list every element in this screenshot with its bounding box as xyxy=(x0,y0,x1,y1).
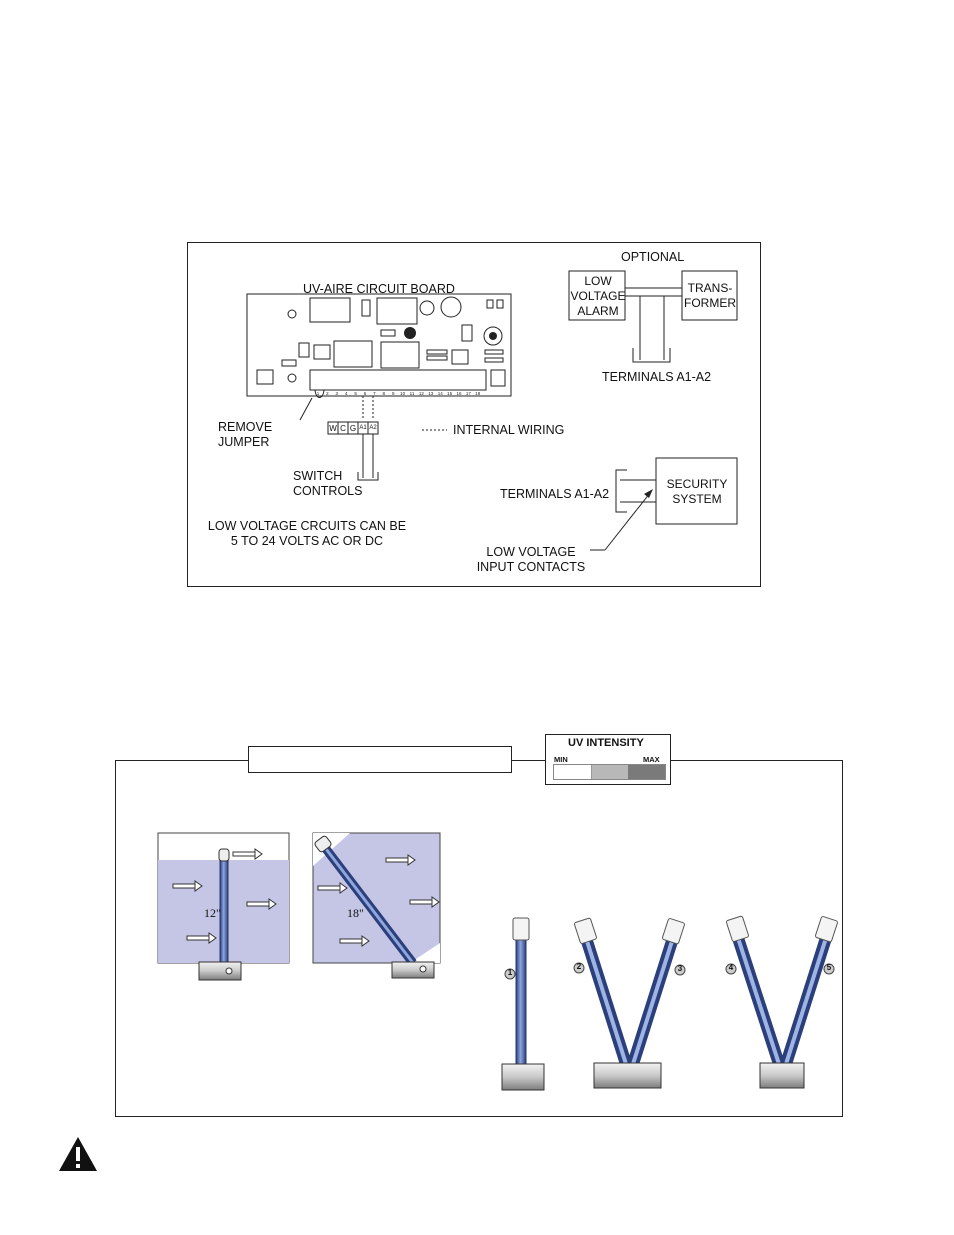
terminal-block xyxy=(309,369,487,391)
internal-wiring-label: INTERNAL WIRING xyxy=(453,423,565,437)
terminal-a2: A2 xyxy=(369,425,377,431)
board-pin-number: 11 xyxy=(410,391,415,396)
board-component xyxy=(489,332,497,340)
optional-label: OPTIONAL xyxy=(621,250,685,264)
lamp-drawings xyxy=(157,832,838,1091)
uv-intensity-title: UV INTENSITY xyxy=(568,737,644,749)
board-pin-number: 5 xyxy=(354,391,357,396)
board-component xyxy=(490,369,506,387)
terminals-security-label: TERMINALS A1-A2 xyxy=(500,487,610,501)
board-component xyxy=(461,324,473,342)
board-component xyxy=(333,340,373,368)
board-component xyxy=(440,296,462,318)
board-component xyxy=(486,299,494,309)
board-pin-number: 4 xyxy=(345,391,348,396)
transformer-label: TRANS- FORMER xyxy=(684,281,736,310)
warning-triangle-icon xyxy=(59,1137,97,1171)
board-pin-number: 1 xyxy=(317,391,320,396)
board-component xyxy=(361,299,371,317)
scale-mid xyxy=(591,765,629,779)
board-title: UV-AIRE CIRCUIT BOARD xyxy=(303,282,455,296)
board-component xyxy=(287,309,297,319)
security-system-box xyxy=(655,457,738,525)
board-component xyxy=(451,349,469,365)
switch-controls-label: SWITCH CONTROLS xyxy=(293,469,363,498)
board-component xyxy=(281,359,297,367)
board-component xyxy=(256,369,274,385)
alarm-label: LOW VOLTAGE ALARM xyxy=(570,274,626,318)
board-component xyxy=(419,300,435,316)
terminal-g: G xyxy=(349,424,357,433)
board-pin-number: 16 xyxy=(456,391,462,396)
board-component xyxy=(287,373,297,383)
board-component xyxy=(376,297,418,325)
lamp-number-3: 3 xyxy=(677,964,683,973)
terminal-c: C xyxy=(340,424,346,433)
duct-angled-lamp xyxy=(312,832,441,979)
lamp-12-label: 12" xyxy=(204,906,221,920)
transformer-box xyxy=(681,270,738,321)
board-pin-number: 15 xyxy=(447,391,453,396)
lamp-18-label: 18" xyxy=(347,906,364,920)
board-pin-number: 17 xyxy=(466,391,472,396)
board-pin-number: 10 xyxy=(400,391,406,396)
wiring-diagram xyxy=(187,242,761,587)
board-pin-number: 12 xyxy=(419,391,425,396)
lamp-v-pair-b xyxy=(726,915,838,1089)
security-system-label: SECURITY SYSTEM xyxy=(666,477,728,506)
terminals-top-label: TERMINALS A1-A2 xyxy=(602,370,712,384)
board-component xyxy=(298,342,310,358)
board-pin-number: 18 xyxy=(475,391,481,396)
lamp-number-badges xyxy=(504,962,835,980)
uv-intensity-min: MIN xyxy=(554,755,568,764)
board-component xyxy=(426,355,448,361)
board-pin-number: 9 xyxy=(392,391,395,396)
lamp-number-2: 2 xyxy=(576,962,582,971)
board-pin-number: 3 xyxy=(336,391,339,396)
board-component xyxy=(484,357,504,363)
board-pin-number: 13 xyxy=(428,391,434,396)
uv-intensity-max: MAX xyxy=(643,755,660,764)
terminal-w: W xyxy=(329,424,337,433)
duct-vertical-lamp xyxy=(157,832,290,981)
lamp-single xyxy=(501,917,545,1091)
input-contacts-label: LOW VOLTAGE INPUT CONTACTS xyxy=(476,545,586,574)
board-component xyxy=(380,329,396,337)
board-component xyxy=(496,299,504,309)
terminal-strip xyxy=(327,421,379,435)
remove-jumper-label: REMOVE JUMPER xyxy=(218,420,273,449)
board-pin-number: 14 xyxy=(438,391,444,396)
uv-intensity-legend: UV INTENSITY MIN MAX xyxy=(545,734,671,785)
lamp-number-5: 5 xyxy=(826,963,832,972)
board-component xyxy=(404,327,416,339)
board-component xyxy=(309,297,351,323)
lamp-number-4: 4 xyxy=(728,963,734,972)
lamp-v-pair-a xyxy=(574,917,685,1089)
low-voltage-note: LOW VOLTAGE CRCUITS CAN BE 5 TO 24 VOLTS… xyxy=(207,519,407,548)
board-pin-number: 6 xyxy=(364,391,367,396)
board-component xyxy=(484,349,504,355)
jumper-line xyxy=(314,389,325,398)
uv-intensity-scale xyxy=(553,764,666,780)
board-pin-number: 7 xyxy=(373,391,376,396)
board-pin-number: 2 xyxy=(326,391,329,396)
terminal-a1: A1 xyxy=(359,425,367,431)
lamp-number-1: 1 xyxy=(507,968,513,977)
low-voltage-alarm-box xyxy=(568,270,626,321)
scale-min xyxy=(554,765,592,779)
terminal-strip-labels: W C G A1 A2 xyxy=(328,423,378,434)
board-pin-number: 8 xyxy=(383,391,386,396)
board-component xyxy=(380,341,420,369)
board-component xyxy=(313,344,331,360)
uv-panel-title-box xyxy=(248,746,512,773)
scale-max xyxy=(628,765,666,779)
board-component xyxy=(426,349,448,355)
